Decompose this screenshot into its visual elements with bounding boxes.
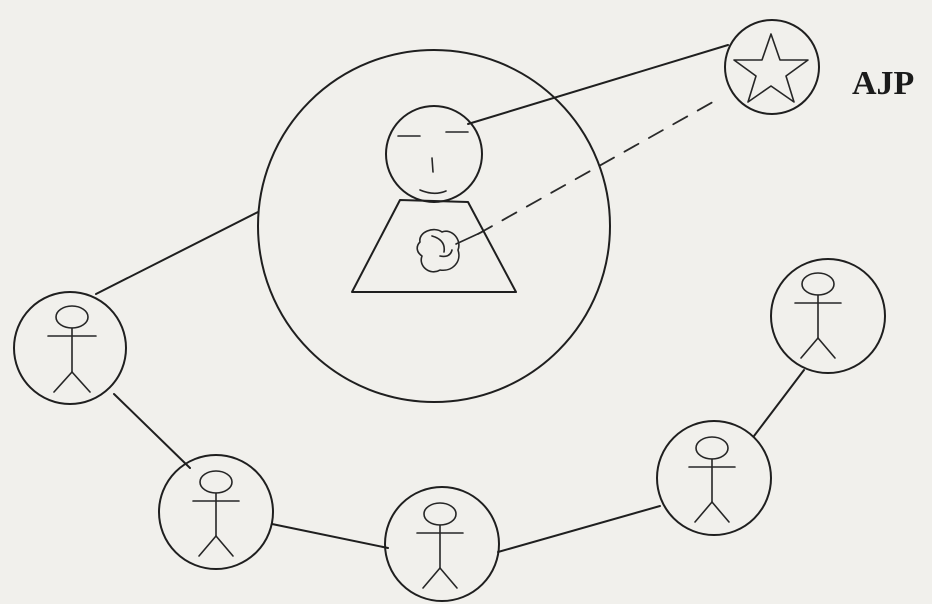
- person-node-bottom-middle: [385, 487, 499, 601]
- link-head-to-star: [468, 45, 728, 124]
- person-right-leg: [818, 338, 835, 358]
- person-circle: [385, 487, 499, 601]
- central-figure-body: [352, 200, 516, 292]
- person-node-right-upper: [771, 259, 885, 373]
- person-right-leg: [72, 372, 90, 392]
- link-left-person-to-bottom-left-person: [114, 394, 190, 468]
- person-right-leg: [712, 502, 729, 522]
- star-circle: [725, 20, 819, 114]
- person-left-leg: [54, 372, 72, 392]
- star-icon: [734, 34, 808, 102]
- person-circle: [14, 292, 126, 404]
- person-head: [696, 437, 728, 459]
- person-node-right-lower: [657, 421, 771, 535]
- person-node-bottom-left: [159, 455, 273, 569]
- link-right-lower-to-right-upper: [754, 370, 804, 436]
- person-right-leg: [440, 568, 457, 588]
- central-node: [258, 50, 610, 402]
- mouth: [420, 190, 446, 193]
- link-bottom-left-to-bottom-middle: [272, 524, 388, 548]
- person-head: [802, 273, 834, 295]
- star-label: AJP: [852, 65, 914, 102]
- person-head: [424, 503, 456, 525]
- person-head: [200, 471, 232, 493]
- nose: [432, 158, 433, 172]
- large-circle: [258, 50, 610, 402]
- person-head: [56, 306, 88, 328]
- star-node: AJP: [725, 20, 914, 114]
- person-left-leg: [695, 502, 712, 522]
- hand-pointer-line: [456, 232, 482, 244]
- person-left-leg: [801, 338, 818, 358]
- person-left-leg: [199, 536, 216, 556]
- person-left-leg: [423, 568, 440, 588]
- person-node-left: [14, 292, 126, 404]
- link-big-circle-to-left-person: [96, 212, 258, 294]
- person-circle: [657, 421, 771, 535]
- link-bottom-middle-to-right-lower: [498, 506, 660, 552]
- central-figure-head: [386, 106, 482, 202]
- person-right-leg: [216, 536, 233, 556]
- fist-hand: [417, 230, 459, 272]
- fist-fingers: [432, 236, 452, 256]
